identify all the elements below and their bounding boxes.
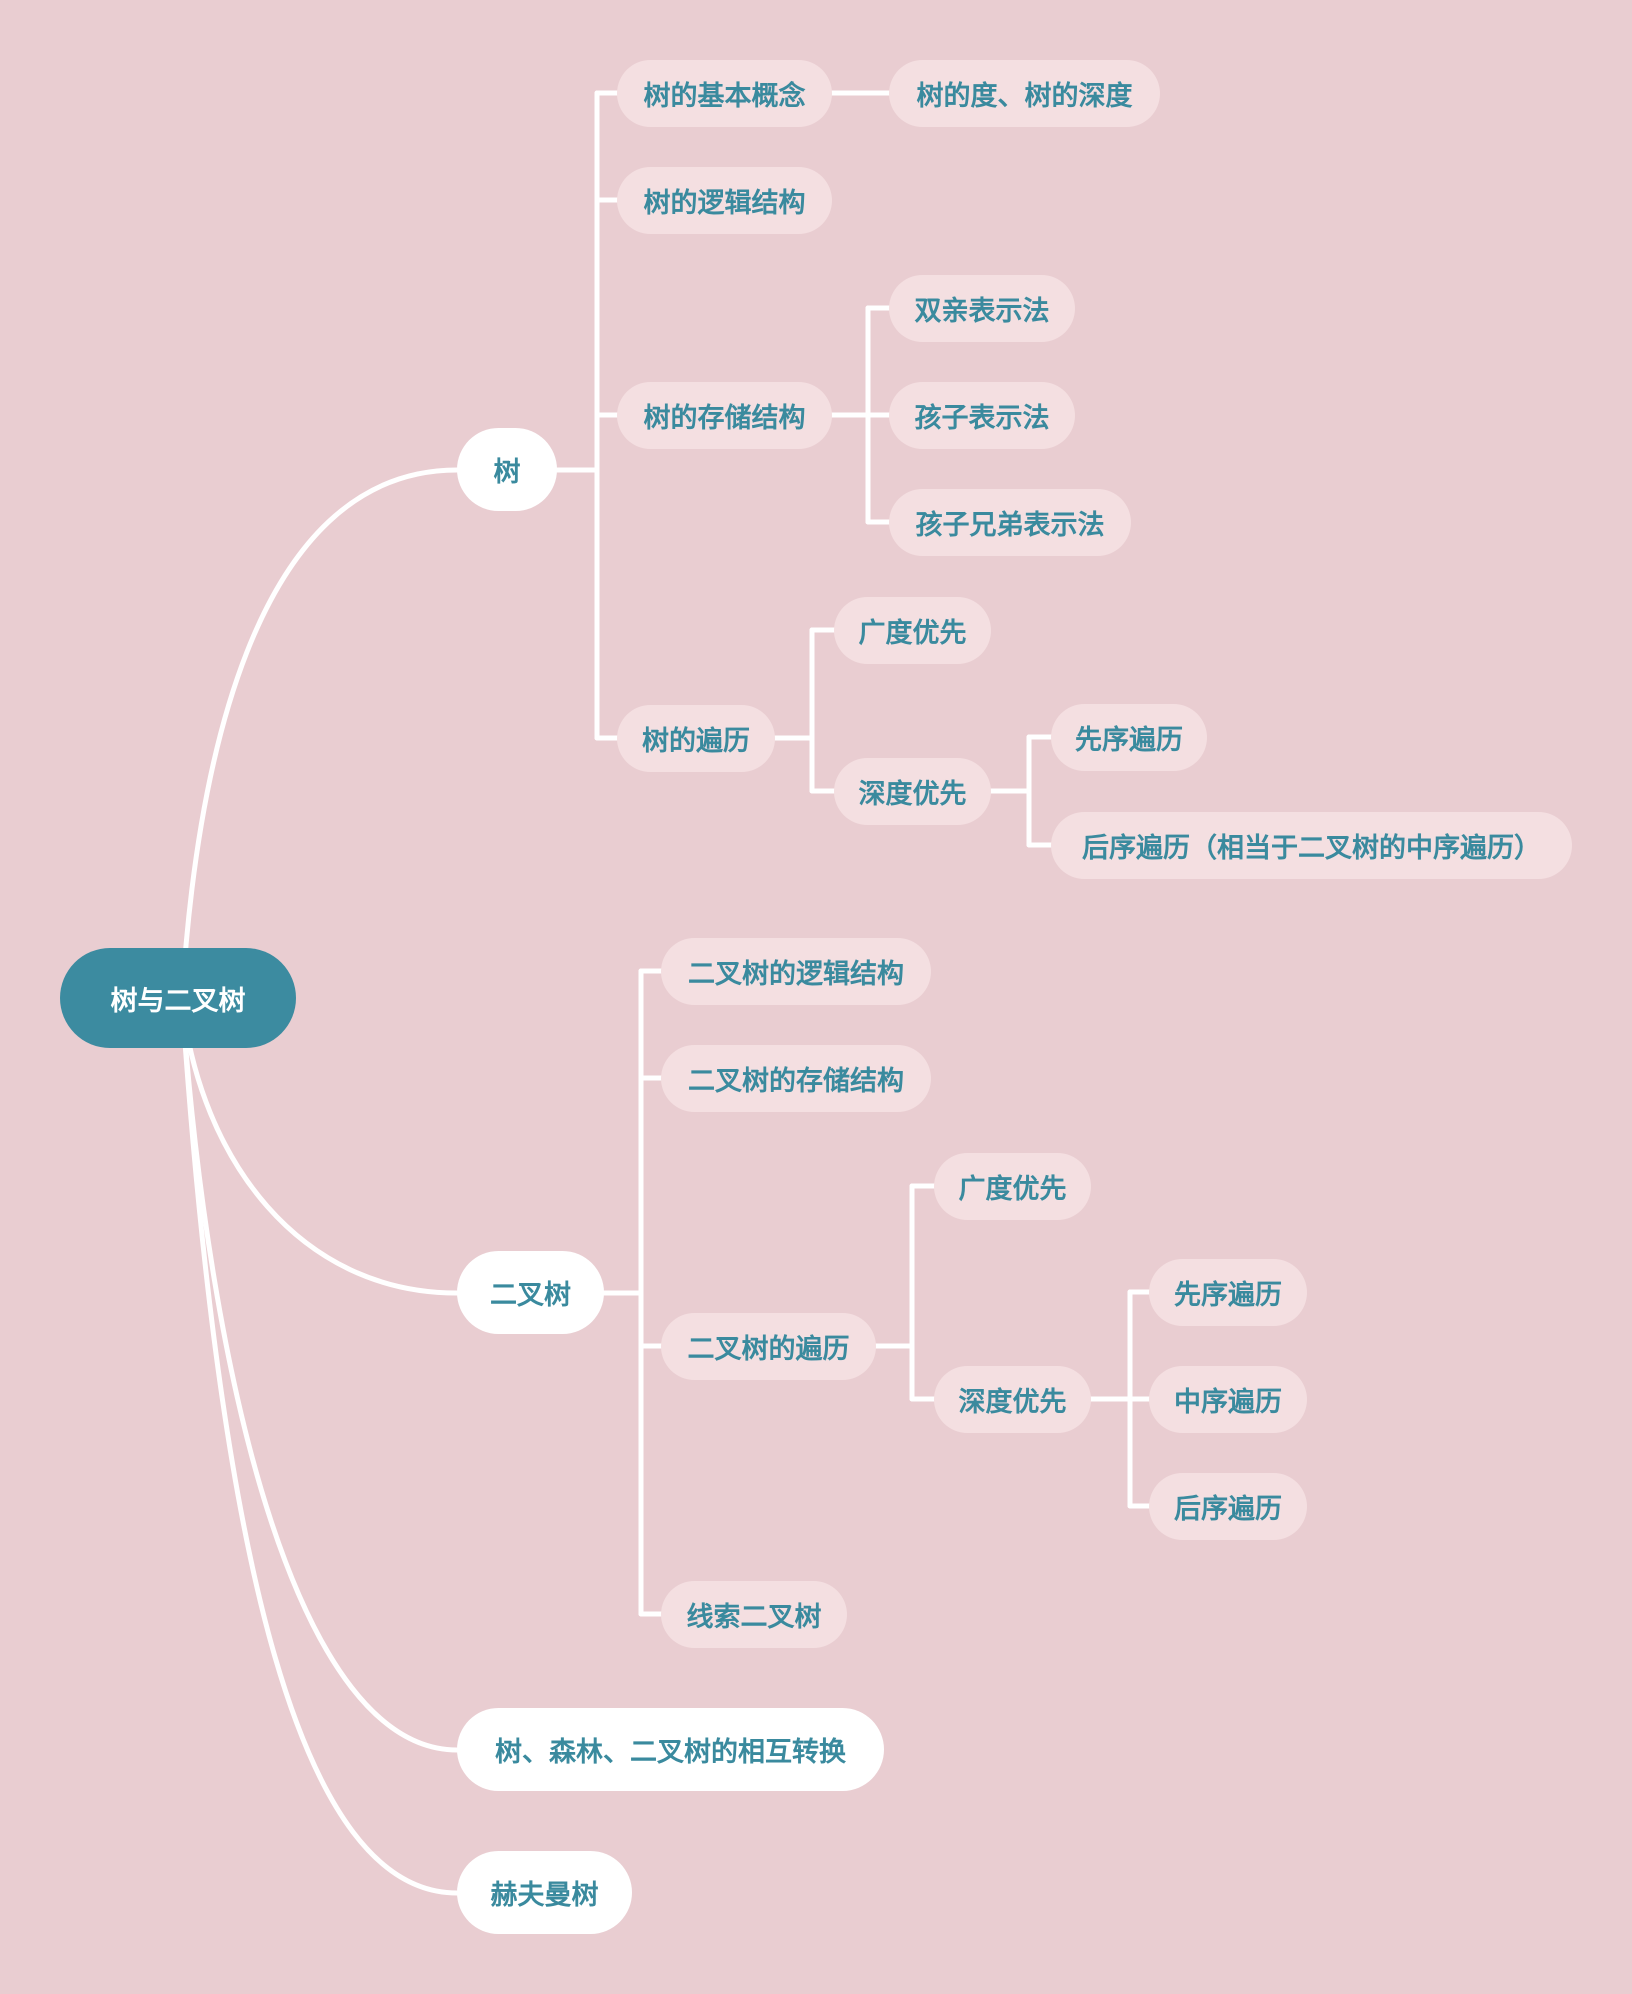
node-binary-storage[interactable]: 二叉树的存储结构 [661,1045,931,1112]
node-threaded-binary-tree[interactable]: 线索二叉树 [661,1581,847,1648]
edge-traversal-trunk [772,627,815,794]
node-tree-degree-depth[interactable]: 树的度、树的深度 [889,60,1160,127]
node-tree-postorder[interactable]: 后序遍历（相当于二叉树的中序遍历） [1051,812,1572,879]
node-binary-postorder[interactable]: 后序遍历 [1149,1473,1307,1540]
edge-root-huffman [179,997,460,1896]
edge-bdfs-trunk [1088,1289,1133,1509]
node-tree[interactable]: 树 [457,428,557,511]
node-parent-repr[interactable]: 双亲表示法 [889,275,1075,342]
edge-btraversal-trunk [873,1183,915,1402]
node-tree-preorder[interactable]: 先序遍历 [1051,704,1207,771]
node-tree-dfs[interactable]: 深度优先 [834,758,991,825]
node-tree-storage[interactable]: 树的存储结构 [617,382,832,449]
node-binary-preorder[interactable]: 先序遍历 [1149,1259,1307,1326]
node-child-sibling-repr[interactable]: 孩子兄弟表示法 [889,489,1131,556]
node-conversion[interactable]: 树、森林、二叉树的相互转换 [457,1708,884,1791]
node-binary-bfs[interactable]: 广度优先 [934,1153,1091,1220]
node-tree-bfs[interactable]: 广度优先 [834,597,991,664]
edge-storage-trunk [829,305,871,525]
edge-dfs-trunk [988,734,1032,848]
node-huffman[interactable]: 赫夫曼树 [457,1851,632,1934]
edge-tree-trunk [554,90,600,741]
node-binary-tree[interactable]: 二叉树 [457,1251,604,1334]
edge-root-tree [179,467,460,1003]
node-binary-dfs[interactable]: 深度优先 [934,1366,1091,1433]
node-binary-inorder[interactable]: 中序遍历 [1149,1366,1307,1433]
node-tree-traversal[interactable]: 树的遍历 [617,705,775,772]
edge-root-binary [179,997,460,1296]
root-node[interactable]: 树与二叉树 [60,948,296,1048]
node-tree-basic[interactable]: 树的基本概念 [617,60,832,127]
node-child-repr[interactable]: 孩子表示法 [889,382,1075,449]
edge-root-conversion [179,997,460,1753]
node-tree-logical[interactable]: 树的逻辑结构 [617,167,832,234]
edge-binary-trunk [601,968,644,1617]
node-binary-traversal[interactable]: 二叉树的遍历 [661,1313,876,1380]
node-binary-logical[interactable]: 二叉树的逻辑结构 [661,938,931,1005]
